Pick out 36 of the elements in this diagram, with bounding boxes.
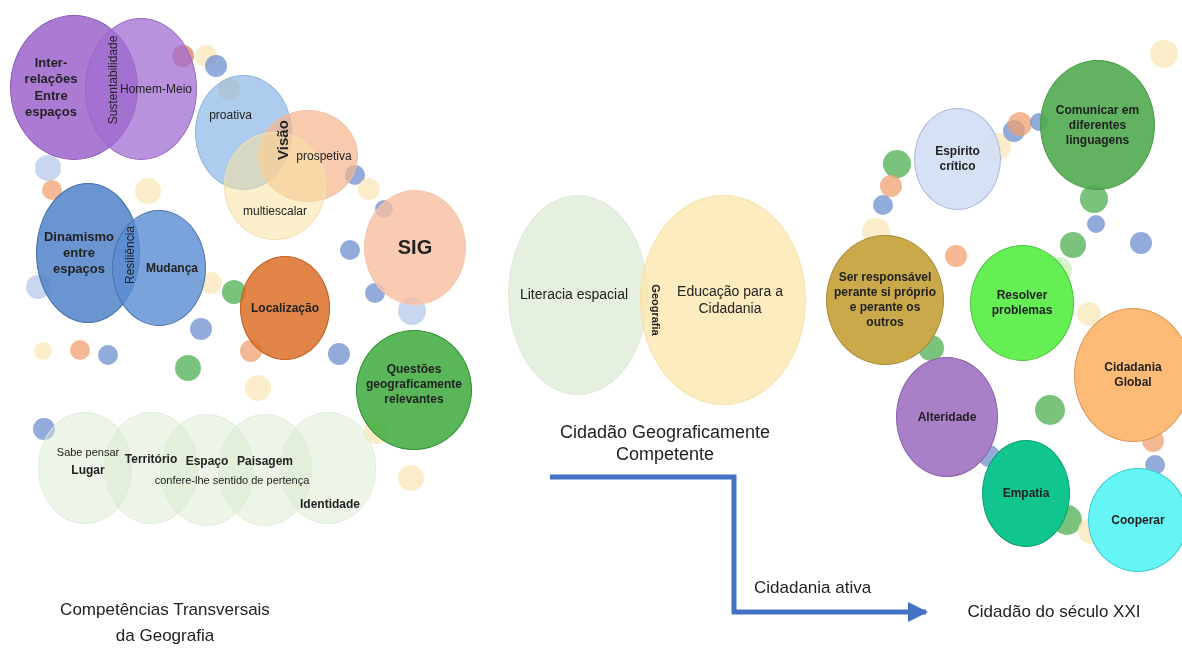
arrow — [550, 474, 928, 622]
bubble-label: Dinamismo entre espaços — [42, 228, 116, 278]
bubble-label: multiescalar — [243, 203, 307, 219]
bubble-label: Identidade — [300, 496, 360, 512]
bubble-label: Território — [124, 451, 178, 467]
bubble — [240, 256, 330, 360]
bubble-label: Comunicar em diferentes linguagens — [1054, 102, 1141, 148]
vertical-label: Visão — [273, 120, 291, 160]
bubble-label: Espirito crítico — [934, 144, 981, 174]
bubble-label: proativa — [209, 108, 252, 123]
bubble-label: Alteridade — [917, 409, 977, 425]
vertical-label: Resiliência — [123, 226, 137, 284]
bubble-label: Espaço — [185, 453, 229, 469]
bubble-label: Ser responsável perante si próprio e perante os outros — [833, 270, 937, 330]
heading-text: Cidadão Geograficamente Competente — [558, 420, 772, 466]
bubble-label: Empatia — [1002, 486, 1050, 501]
bubble-label: Literacia espacial — [519, 286, 629, 304]
heading-text: Competências Transversais da Geografia — [59, 598, 271, 646]
bubble-label: Inter-relações Entre espaços — [23, 55, 79, 120]
bubble-label: Questões geograficamente relevantes — [365, 361, 463, 407]
bubble-label: Resolver problemas — [990, 288, 1054, 318]
vertical-label: Sustentabilidade — [106, 35, 120, 125]
bubble-label: Cidadania Global — [1103, 360, 1163, 390]
bubble-label: Lugar — [71, 463, 105, 479]
bubble-label: Localização — [251, 300, 319, 316]
heading-text: Cidadão do século XXI — [967, 601, 1141, 623]
bubble-label: prospetiva — [296, 148, 352, 164]
bubble-label: Homem-Meio — [120, 81, 192, 97]
bubble-label: Educação para a Cidadania — [676, 282, 784, 318]
bubble-label: Mudança — [146, 260, 198, 276]
vertical-label: Geografia — [650, 284, 662, 336]
bubble-label: Sabe pensar — [56, 445, 120, 460]
connecting-text: confere-lhe sentido de pertença — [154, 474, 310, 486]
bubble-label: Cooperar — [1111, 512, 1165, 528]
bubble-label: Paisagem — [236, 453, 293, 469]
bubble-label: SIG — [397, 235, 433, 260]
